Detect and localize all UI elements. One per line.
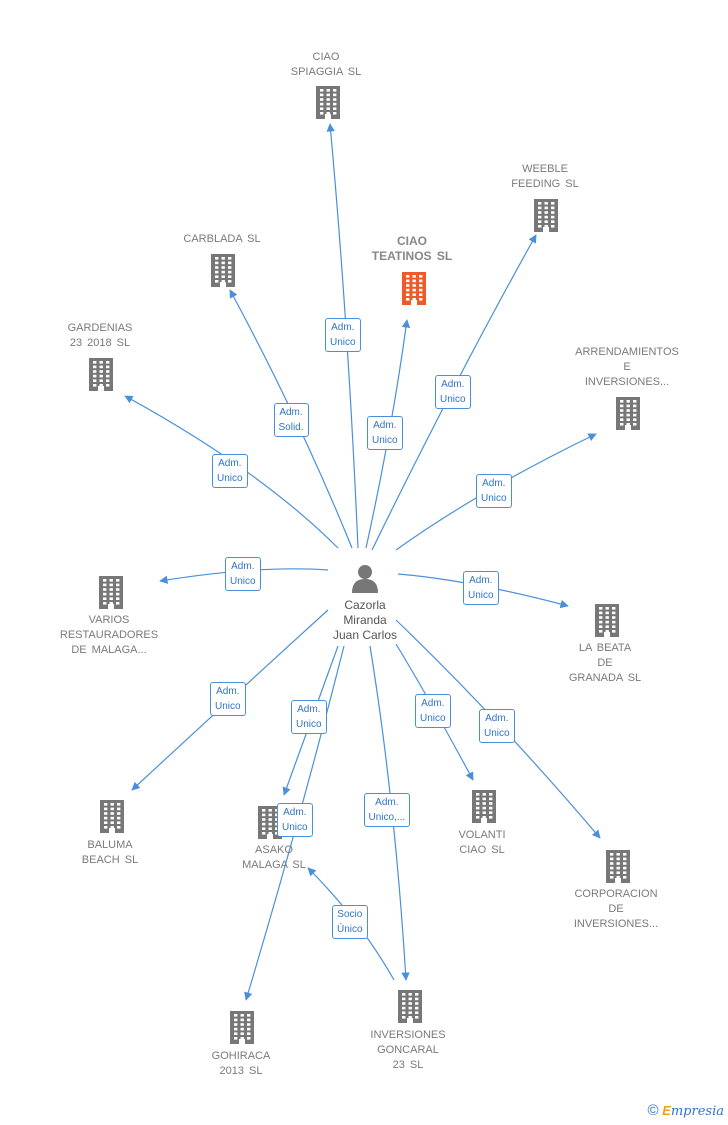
edge-role-badge[interactable]: Adm. Unico <box>435 375 471 409</box>
company-label-weeble-feeding[interactable]: WEEBLE FEEDING SL <box>511 163 579 190</box>
company-label-volanti[interactable]: VOLANTI CIAO SL <box>458 829 506 856</box>
company-label-asako[interactable]: ASAKO MALAGA SL <box>242 844 306 871</box>
company-label-corporacion[interactable]: CORPORACION DE INVERSIONES... <box>573 888 659 930</box>
building-icon[interactable] <box>531 198 561 232</box>
building-icon[interactable] <box>592 603 622 637</box>
building-icon[interactable] <box>313 85 343 119</box>
brand-initial: E <box>662 1103 671 1118</box>
building-icon[interactable] <box>97 799 127 833</box>
brand-name: mpresia <box>670 1104 724 1119</box>
edge-role-badge[interactable]: Adm. Unico <box>479 709 515 743</box>
company-label-baluma[interactable]: BALUMA BEACH SL <box>81 839 139 866</box>
edge-role-badge[interactable]: Socio Único <box>332 905 368 939</box>
company-label-ciao-teatinos[interactable]: CIAO TEATINOS SL <box>371 234 453 263</box>
edge-role-badge[interactable]: Adm. Unico <box>325 318 361 352</box>
company-label-gardenias[interactable]: GARDENIAS 23 2018 SL <box>67 322 133 349</box>
building-icon[interactable] <box>96 575 126 609</box>
building-icon[interactable] <box>613 396 643 430</box>
edge-role-badge[interactable]: Adm. Unico,... <box>363 793 411 827</box>
building-icon[interactable] <box>208 253 238 287</box>
brand-logo: © Empresia <box>648 1102 725 1119</box>
company-label-varios[interactable]: VARIOS RESTAURADORES DE MALAGA... <box>59 614 159 656</box>
company-label-ciao-spiaggia[interactable]: CIAO SPIAGGIA SL <box>290 51 362 78</box>
building-icon[interactable] <box>86 357 116 391</box>
building-icon[interactable] <box>469 789 499 823</box>
edge-role-badge[interactable]: Adm. Unico <box>463 571 499 605</box>
edge-role-badge[interactable]: Adm. Unico <box>415 694 451 728</box>
edge-role-badge[interactable]: Adm. Solid. <box>273 403 309 437</box>
person-icon[interactable] <box>350 563 380 597</box>
edge-role-badge[interactable]: Adm. Unico <box>212 454 248 488</box>
building-icon[interactable] <box>395 989 425 1023</box>
edge-role-badge[interactable]: Adm. Unico <box>476 474 512 508</box>
edge-role-badge[interactable]: Adm. Unico <box>210 682 246 716</box>
building-icon[interactable] <box>227 1010 257 1044</box>
company-label-gohiraca[interactable]: GOHIRACA 2013 SL <box>211 1050 271 1077</box>
company-label-carblada[interactable]: CARBLADA SL <box>183 233 261 245</box>
company-label-arrendamientos[interactable]: ARRENDAMIENTOS E INVERSIONES... <box>575 346 679 388</box>
edge-role-badge[interactable]: Adm. Unico <box>277 803 313 837</box>
copyright-icon: © <box>647 1102 659 1119</box>
building-icon[interactable] <box>603 849 633 883</box>
building-icon[interactable] <box>399 271 429 305</box>
edge-role-badge[interactable]: Adm. Unico <box>291 700 327 734</box>
company-label-goncaral[interactable]: INVERSIONES GONCARAL 23 SL <box>370 1029 446 1071</box>
edge-role-badge[interactable]: Adm. Unico <box>367 416 403 450</box>
person-name[interactable]: Cazorla Miranda Juan Carlos <box>332 598 398 642</box>
company-label-la-beata[interactable]: LA BEATA DE GRANADA SL <box>568 642 642 684</box>
edge-role-badge[interactable]: Adm. Unico <box>225 557 261 591</box>
